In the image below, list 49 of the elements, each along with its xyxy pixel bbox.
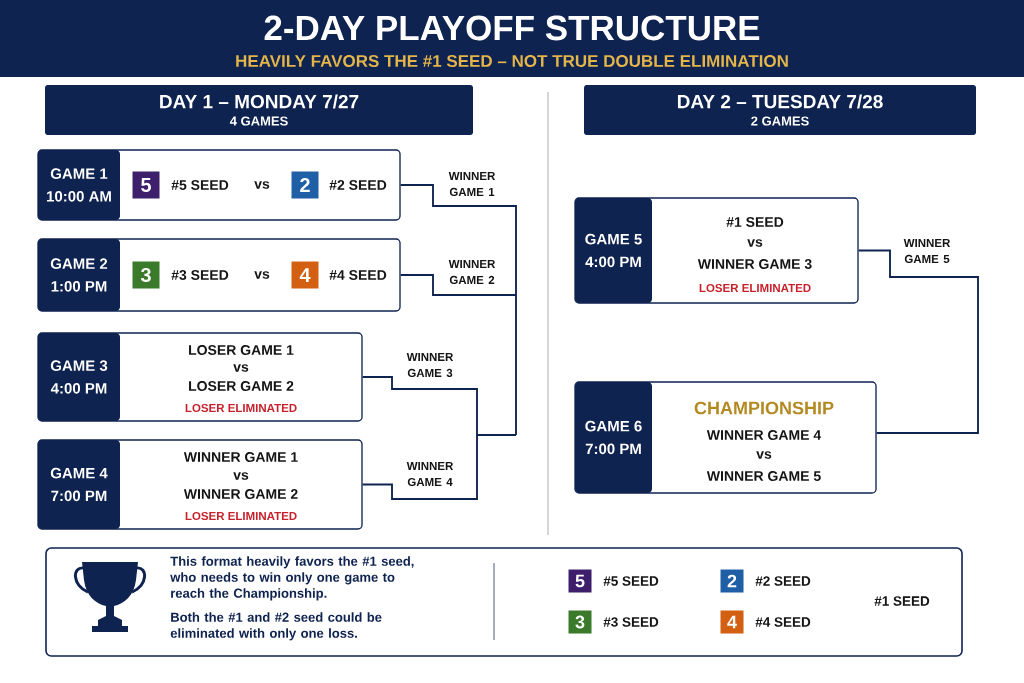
matchup-text: vs [756,451,772,459]
note-text: Both the #1 and #2 seed could be eliminated with only one loss. [170,612,382,641]
title: 2-DAY PLAYOFF STRUCTURE [264,15,760,41]
vs-label: vs [254,271,270,279]
day-header: DAY 1 – MONDAY 7/27 4 GAMES [45,85,473,135]
status-text: LOSER ELIMINATED [699,283,811,293]
matchup-text: vs [747,239,763,247]
seed-label: #1 SEED [874,596,930,606]
edge-label: WINNER GAME 3 [398,351,462,379]
time-panel: GAME 1 10:00 AM [38,150,120,220]
team-label: #4 SEED [329,270,387,280]
bracket-line [361,434,478,500]
edge-label: WINNER GAME 2 [440,258,504,286]
note-text: This format heavily favors the #1 seed, who needs to win only one game to reach the Championship. [170,556,414,601]
vs-label: vs [254,181,270,189]
matchup-text: WINNER GAME 4 [706,430,822,440]
matchup-text: WINNER GAME 2 [183,489,298,499]
edge-label: WINNER GAME 5 [895,237,959,265]
legend-label: #4 SEED [755,617,811,627]
matchup-text: WINNER GAME 1 [183,452,298,462]
edge-label: WINNER GAME 4 [398,460,462,488]
matchup-text: vs [233,364,249,372]
time-panel: GAME 4 7:00 PM [38,440,120,529]
matchup-text: WINNER GAME 3 [697,259,812,269]
matchup-text: WINNER GAME 5 [706,471,821,481]
legend-label: #5 SEED [603,576,659,586]
matchup-text: LOSER GAME 2 [189,381,294,391]
matchup-text: vs [233,472,249,480]
championship-heading: CHAMPIONSHIP [694,401,834,415]
status-text: LOSER ELIMINATED [185,403,297,413]
edge-label: WINNER GAME 1 [440,170,504,198]
status-text: LOSER ELIMINATED [185,511,297,521]
legend-label: #3 SEED [603,617,659,627]
team-label: #3 SEED [171,270,229,280]
bracket-line [361,376,517,436]
matchup-text: LOSER GAME 1 [189,345,294,355]
team-label: #2 SEED [329,180,387,190]
matchup-text: #1 SEED [726,217,784,227]
bracket-line [399,274,517,296]
time-panel: GAME 3 4:00 PM [38,333,120,421]
legend-label: #2 SEED [755,576,811,586]
time-panel: GAME 6 7:00 PM [575,382,652,493]
team-label: #5 SEED [171,180,229,190]
subtitle: HEAVILY FAVORS THE #1 SEED – NOT TRUE DOUBLE ELIMINATION [236,55,788,67]
bracket-line [399,184,517,436]
day-header: DAY 2 – TUESDAY 7/28 2 GAMES [584,85,976,135]
time-panel: GAME 2 1:00 PM [38,239,120,311]
bracket-line [857,249,979,434]
time-panel: GAME 5 4:00 PM [575,198,652,303]
